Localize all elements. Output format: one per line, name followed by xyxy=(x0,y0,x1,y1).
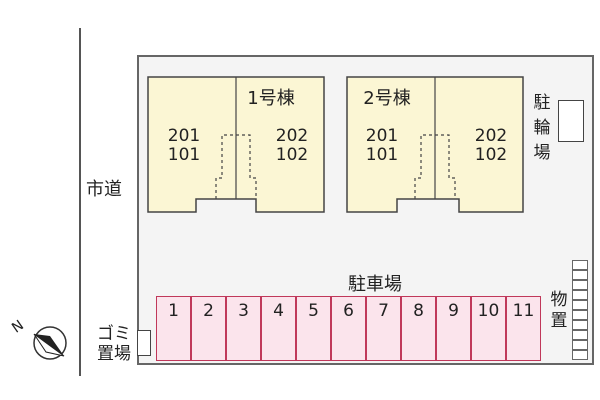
storage-slat xyxy=(572,290,588,300)
storage-slat xyxy=(572,270,588,280)
garbage-area xyxy=(137,330,151,356)
building-2-unit-202: 202 xyxy=(474,126,508,146)
storage-slat xyxy=(572,350,588,360)
storage-slat xyxy=(572,300,588,310)
storage-slat xyxy=(572,340,588,350)
storage-slat xyxy=(572,320,588,330)
bicycle-parking-label-3: 場 xyxy=(533,143,551,163)
building-2-name: 2号棟 xyxy=(363,88,411,109)
bicycle-parking-label-2: 輪 xyxy=(533,118,551,138)
storage-slat xyxy=(572,310,588,320)
building-1-name: 1号棟 xyxy=(247,88,295,109)
building-1-unit-201: 201 xyxy=(167,126,201,146)
road-line xyxy=(79,28,81,376)
building-1-outline xyxy=(147,76,325,213)
building-2-unit-201: 201 xyxy=(365,126,399,146)
building-2-outline xyxy=(346,76,524,213)
storage-label-2: 置 xyxy=(550,311,568,331)
north-arrow-icon xyxy=(33,326,67,360)
parking-space: 11 xyxy=(506,296,541,361)
parking-space: 10 xyxy=(471,296,506,361)
building-1-unit-202: 202 xyxy=(275,126,309,146)
parking-space: 5 xyxy=(296,296,331,361)
parking-space: 6 xyxy=(331,296,366,361)
building-2-unit-101: 101 xyxy=(365,145,399,165)
parking-label: 駐車場 xyxy=(348,274,402,295)
bicycle-parking-label-1: 駐 xyxy=(533,93,551,113)
garbage-label-1: ゴミ xyxy=(97,324,131,344)
building-1-unit-101: 101 xyxy=(167,145,201,165)
storage-slat xyxy=(572,330,588,340)
storage-label-1: 物 xyxy=(550,290,568,310)
parking-space: 7 xyxy=(366,296,401,361)
road-label: 市道 xyxy=(86,179,122,200)
parking-space: 2 xyxy=(191,296,226,361)
storage-slat xyxy=(572,260,588,270)
parking-space: 4 xyxy=(261,296,296,361)
bicycle-parking-area xyxy=(558,100,584,142)
building-2-unit-102: 102 xyxy=(474,145,508,165)
storage-slat xyxy=(572,280,588,290)
building-1-unit-102: 102 xyxy=(275,145,309,165)
parking-space: 1 xyxy=(156,296,191,361)
parking-space: 8 xyxy=(401,296,436,361)
parking-space: 9 xyxy=(436,296,471,361)
parking-space: 3 xyxy=(226,296,261,361)
garbage-label-2: 置場 xyxy=(97,344,131,364)
